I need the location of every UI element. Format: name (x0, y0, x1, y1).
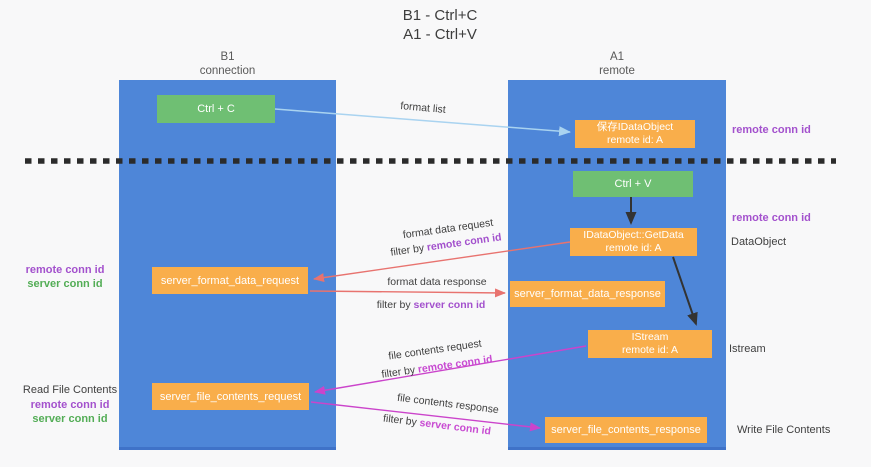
lane-a1-name: A1 (609, 51, 625, 63)
left-remote-conn-id-top: remote conn id (25, 264, 105, 276)
node-istream: IStream remote id: A (588, 330, 712, 358)
right-remote-conn-id-mid: remote conn id (732, 212, 811, 224)
format-list-arrow (274, 108, 571, 137)
left-conn-ids-format: remote conn id server conn id (0, 263, 130, 291)
format-data-request-arrow (313, 241, 571, 283)
right-label-istream: Istream (729, 343, 766, 355)
node-server-format-data-response: server_format_data_response (510, 281, 665, 307)
node-server-file-contents-request: server_file_contents_request (152, 383, 309, 410)
filter-by-text: filter by (376, 299, 411, 311)
left-label-read-file-contents: Read File Contents (22, 384, 118, 396)
node-save-idataobject: 保存IDataObject remote id: A (575, 120, 695, 148)
node-sfc-response-label: server_file_contents_response (551, 424, 701, 436)
file-contents-response-arrow (310, 401, 541, 432)
node-sfd-request-label: server_format_data_request (160, 274, 300, 287)
lane-header-a1: A1 remote (508, 50, 726, 78)
lane-b1-name: B1 (220, 51, 235, 63)
file-contents-request-arrow (314, 345, 587, 395)
node-idataobject-getdata: IDataObject::GetData remote id: A (570, 228, 697, 256)
node-ctrl-v-label: Ctrl + V (614, 178, 652, 190)
lane-header-b1: B1 connection (119, 50, 336, 78)
node-ctrl-c-label: Ctrl + C (197, 103, 235, 115)
lane-b1-role: connection (199, 65, 256, 77)
right-label-write-file-contents: Write File Contents (737, 424, 831, 436)
node-sfc-request-label: server_file_contents_request (159, 390, 302, 403)
node-ctrl-c: Ctrl + C (157, 95, 275, 123)
left-server-conn-id-bottom: server conn id (32, 413, 108, 425)
node-istream-line2: remote id: A (621, 344, 679, 356)
node-save-idataobject-line1: 保存IDataObject (596, 121, 674, 133)
left-remote-conn-id-bottom: remote conn id (30, 399, 110, 411)
node-getdata-line1: IDataObject::GetData (583, 229, 684, 241)
node-ctrl-v: Ctrl + V (573, 171, 693, 197)
title-line-2: A1 - Ctrl+V (403, 26, 477, 43)
node-server-file-contents-response: server_file_contents_response (545, 417, 707, 443)
diagram-title: B1 - Ctrl+C A1 - Ctrl+V (0, 6, 871, 44)
right-label-dataobject: DataObject (731, 236, 787, 248)
node-save-idataobject-line2: remote id: A (606, 134, 664, 146)
node-sfd-response-label: server_format_data_response (514, 288, 661, 300)
lane-a1-role: remote (599, 65, 635, 77)
node-getdata-line2: remote id: A (605, 242, 662, 254)
title-line-1: B1 - Ctrl+C (402, 7, 478, 24)
label-filter-by-server-1: filter by server conn id (377, 299, 486, 311)
label-format-data-response: format data response (387, 276, 487, 288)
node-istream-line1: IStream (631, 331, 669, 343)
right-remote-conn-id-top: remote conn id (732, 124, 811, 136)
node-server-format-data-request: server_format_data_request (152, 267, 308, 294)
server-conn-id-text: server conn id (413, 299, 486, 311)
getdata-to-istream-arrow (672, 256, 698, 326)
left-labels-file-contents: Read File Contents remote conn id server… (0, 383, 140, 426)
format-data-response-arrow (309, 288, 506, 298)
left-server-conn-id-top: server conn id (27, 278, 103, 290)
